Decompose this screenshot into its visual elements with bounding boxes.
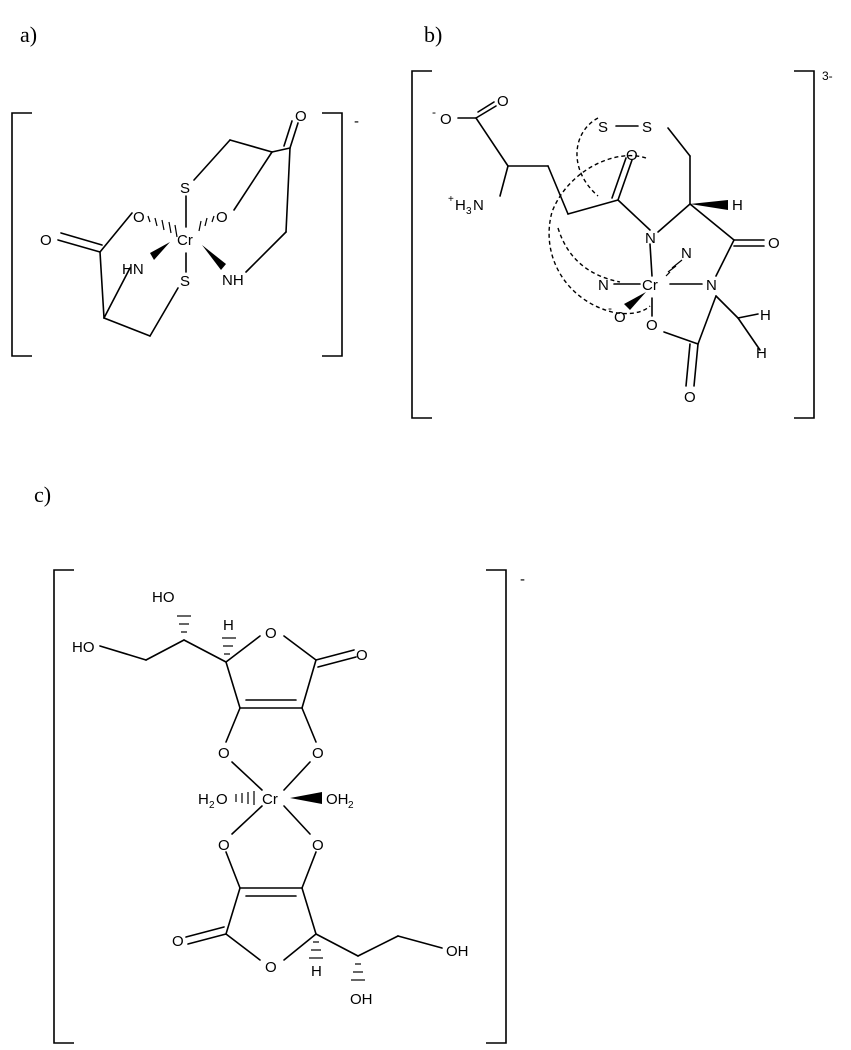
panel-c-atom-ho-top: HO	[152, 589, 175, 606]
panel-c-atom-h-top: H	[223, 617, 234, 634]
panel-b-atom-cr: Cr	[642, 277, 658, 294]
panel-c-charge: -	[520, 571, 525, 588]
panel-b-atom-h2: H	[756, 345, 767, 362]
panel-c-label: c)	[34, 482, 51, 507]
panel-b-atom-o-acid: O	[497, 93, 509, 110]
panel-c-atom-oh-right: OH	[446, 943, 469, 960]
panel-b-atom-h-alpha: H	[732, 197, 743, 214]
panel-c-atom-o-left-upper: O	[218, 745, 230, 762]
panel-b-charge: 3-	[822, 69, 833, 83]
panel-a-atom-nh: NH	[222, 272, 244, 289]
panel-b-minus-1: -	[432, 105, 436, 119]
panel-a-atom-cr: Cr	[177, 232, 193, 249]
panel-c-oh2-right-oh: OH	[326, 791, 349, 808]
panel-b-atom-o-right: O	[768, 235, 780, 252]
panel-c-right-bracket	[486, 569, 507, 1044]
panel-c-h2o-left-sub: 2	[209, 800, 215, 811]
panel-c-left-bracket	[53, 569, 74, 1044]
panel-b-label: b)	[424, 22, 442, 47]
panel-c-atom-oh-bottom: OH	[350, 991, 373, 1008]
panel-c-atom-o-left-lower: O	[218, 837, 230, 854]
panel-a-atom-o-left-coord: O	[133, 209, 145, 226]
panel-b-disulfide-arc	[576, 117, 599, 197]
panel-c-atom-ho-left: HO	[72, 639, 95, 656]
panel-c-atom-cr: Cr	[262, 791, 278, 808]
panel-c-h2o-left-h: H	[198, 791, 209, 808]
panel-a-atom-o-carbonyl-left: O	[40, 232, 52, 249]
panel-c-atom-h-bottom: H	[311, 963, 322, 980]
panel-b-nh3-n: N	[473, 197, 484, 214]
panel-b: b) 3-	[411, 22, 833, 419]
panel-c-atom-o-ring-top: O	[265, 625, 277, 642]
panel-a-left-bracket	[11, 112, 32, 357]
panel-c-h2o-left-o: O	[216, 791, 228, 808]
panel-b-atom-h1: H	[760, 307, 771, 324]
panel-c-oh2-right-sub: 2	[348, 800, 354, 811]
panel-c-bonds	[99, 615, 443, 981]
panel-a-atom-s-bottom: S	[180, 273, 190, 290]
panel-a-charge: -	[354, 113, 359, 130]
panel-b-atom-o-bottom: O	[684, 389, 696, 406]
panel-a-atom-hn: HN	[122, 261, 144, 278]
panel-b-nh3-plus: +	[448, 194, 454, 205]
panel-a-right-bracket	[322, 112, 343, 357]
panel-b-atom-o-low: O	[614, 309, 626, 326]
panel-c-atom-o-right-lower: O	[312, 837, 324, 854]
panel-b-atom-o-amide: O	[626, 147, 638, 164]
panel-b-atom-s2: S	[642, 119, 652, 136]
panel-a-atom-o-carbonyl-right: O	[295, 108, 307, 125]
panel-b-left-bracket	[411, 70, 432, 419]
panel-a-bonds	[57, 120, 299, 337]
panel-c: c) -	[34, 482, 525, 1044]
panel-c-atom-o-right-upper: O	[312, 745, 324, 762]
panel-b-nh3-sub: 3	[466, 206, 472, 217]
panel-b-chelate-arc-outer	[548, 154, 651, 315]
panel-b-atom-n-back: N	[681, 245, 692, 262]
panel-b-atom-n-right: N	[706, 277, 717, 294]
panel-b-atom-s1: S	[598, 119, 608, 136]
panel-b-atom-n-top: N	[645, 230, 656, 247]
panel-c-atom-o-carbonyl-bottom: O	[172, 933, 184, 950]
panel-b-atom-o-minus: O	[440, 111, 452, 128]
panel-c-atom-o-carbonyl-top: O	[356, 647, 368, 664]
panel-a: a) -	[11, 22, 359, 357]
panel-a-atom-o-right-coord: O	[216, 209, 228, 226]
panel-b-chelate-arc-inner	[557, 227, 621, 283]
panel-b-atom-n-left: N	[598, 277, 609, 294]
panel-b-minus-2: -	[608, 301, 612, 315]
panel-a-atom-s-top: S	[180, 180, 190, 197]
panel-a-label: a)	[20, 22, 37, 47]
panel-b-nh3-h: H	[455, 197, 466, 214]
panel-b-right-bracket	[794, 70, 815, 419]
panel-b-bonds	[457, 101, 765, 387]
panel-b-atom-o-ring: O	[646, 317, 658, 334]
panel-c-atom-o-ring-bottom: O	[265, 959, 277, 976]
